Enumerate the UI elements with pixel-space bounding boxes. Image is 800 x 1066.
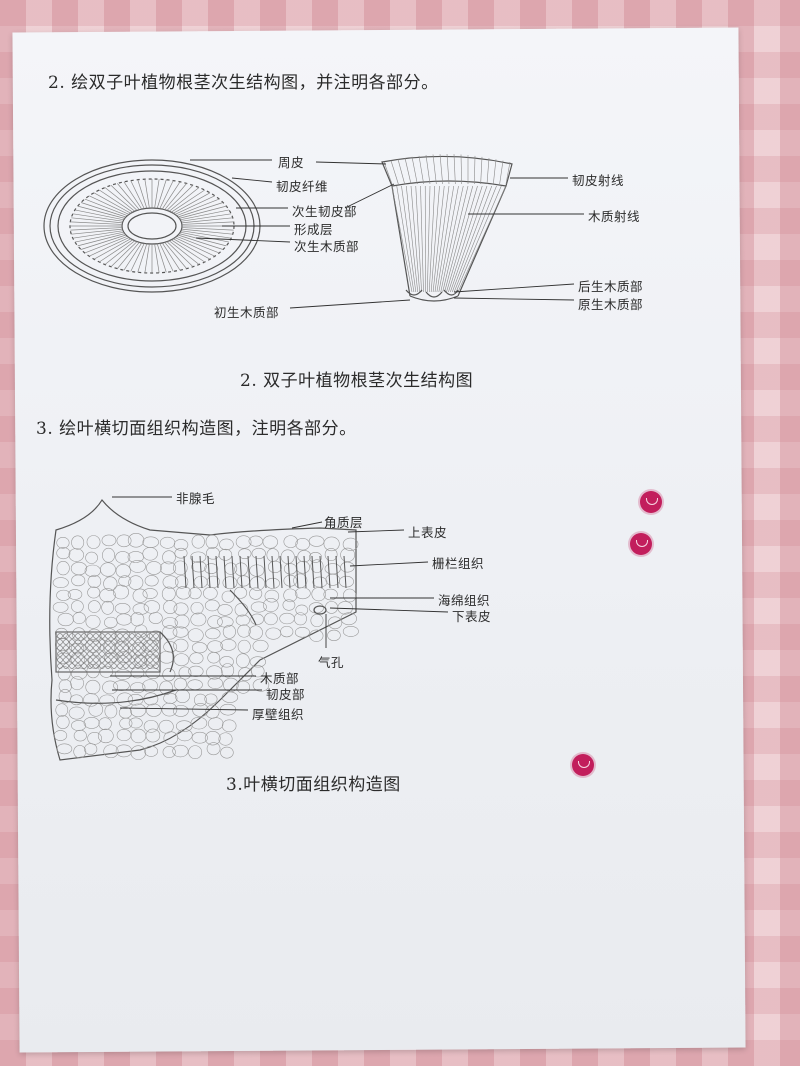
leaf-cross-section xyxy=(49,498,359,761)
stem-sector xyxy=(381,153,513,302)
label-secondary-phloem: 次生韧皮部 xyxy=(292,204,358,219)
label-spongy: 海绵组织 xyxy=(438,593,491,608)
label-upper-epidermis: 上表皮 xyxy=(408,525,448,540)
label-xylem-ray: 木质射线 xyxy=(588,209,641,224)
question-2-heading: 2. 绘双子叶植物根茎次生结构图，并注明各部分。 xyxy=(48,73,439,93)
label-xylem: 木质部 xyxy=(260,671,300,686)
label-primary-xylem: 初生木质部 xyxy=(214,305,280,320)
stamp-icon xyxy=(572,754,594,776)
figure-2-caption: 2. 双子叶植物根茎次生结构图 xyxy=(240,371,474,391)
stamp-icon xyxy=(630,533,652,555)
label-thick-wall: 厚壁组织 xyxy=(252,707,305,722)
label-secondary-xylem: 次生木质部 xyxy=(294,239,360,254)
label-post-xylem: 后生木质部 xyxy=(578,279,644,294)
label-proto-xylem: 原生木质部 xyxy=(578,297,644,312)
label-phloem-ray: 韧皮射线 xyxy=(572,173,625,188)
label-cuticle: 角质层 xyxy=(324,515,364,530)
label-lower-epidermis: 下表皮 xyxy=(452,609,492,624)
label-cambium: 形成层 xyxy=(294,222,334,237)
stem-cross-section xyxy=(43,159,261,293)
label-glandular-hair: 非腺毛 xyxy=(176,491,216,506)
leader-lines-q2 xyxy=(190,159,584,309)
leader-lines-q3 xyxy=(110,496,449,711)
label-palisade: 栅栏组织 xyxy=(432,556,485,571)
label-phloem-fiber: 韧皮纤维 xyxy=(276,179,329,194)
figure-3-caption: 3.叶横切面组织构造图 xyxy=(226,775,401,795)
stamp-icon xyxy=(640,491,662,513)
question-3-heading: 3. 绘叶横切面组织构造图，注明各部分。 xyxy=(36,419,357,439)
label-stoma: 气孔 xyxy=(318,655,345,670)
label-periderm: 周皮 xyxy=(278,155,305,170)
label-phloem: 韧皮部 xyxy=(266,687,306,702)
